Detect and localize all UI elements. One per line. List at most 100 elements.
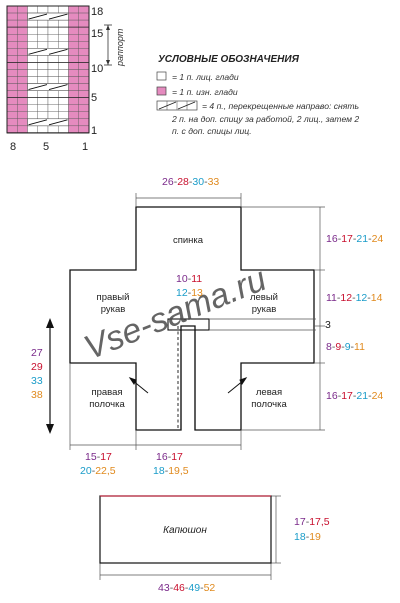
label-left-sleeve-line1: левый [250,292,278,303]
knit-stitch-cell [37,19,49,28]
purl-stitch-cell [68,90,79,98]
size-38: 38 [31,389,43,401]
cable-cross-cell-bg [27,118,69,126]
purl-stitch-cell [78,62,90,70]
chart-row-number: 15 [91,28,103,40]
purl-stitch-cell [17,62,28,70]
size-29: 29 [31,361,43,373]
hood-label: Капюшон [163,525,207,536]
purl-stitch-cell [68,104,79,112]
total-length-arrow [46,318,54,434]
label-left-front-line1: левая [256,387,282,398]
knit-stitch-cell [58,69,69,77]
knit-stitch-cell [37,26,49,35]
chart-col-number: 8 [10,141,16,153]
purl-stitch-cell [78,48,90,56]
chart-row-number: 10 [91,63,103,75]
cable-cross-stroke [48,13,68,20]
knit-stitch-cell [37,104,49,112]
purl-stitch-cell [6,104,18,112]
knit-stitch-cell [58,125,69,134]
knit-stitch-cell [37,125,49,134]
knitting-direction-arrows [128,377,248,394]
knit-stitch-cell [47,41,59,49]
purl-stitch-cell [68,97,79,105]
purl-stitch-cell [17,97,28,105]
knit-stitch-cell [27,97,38,105]
purl-stitch-cell [17,104,28,112]
neckline-outline [167,318,210,331]
purl-stitch-cell [17,118,28,127]
cable-cross-stroke [28,119,48,126]
repeat-bracket [104,24,112,66]
knit-stitch-cell [27,41,38,49]
knit-stitch-cell [58,76,69,84]
purl-stitch-cell [6,76,18,84]
knit-stitch-cell [58,90,69,98]
cable-cross-stroke [28,48,48,55]
purl-stitch-cell [17,5,28,14]
knit-stitch-cell [47,5,59,14]
purl-stitch-cell [6,12,18,21]
cable-cross-cell-border [27,48,69,56]
purl-stitch-cell [68,111,79,120]
label-right-front-line2: полочка [89,399,125,410]
purl-stitch-cell [78,104,90,112]
knit-stitch-cell [47,19,59,28]
purl-stitch-cell [68,83,79,91]
knit-stitch-cell [37,90,49,98]
purl-stitch-cell [6,118,18,127]
purl-stitch-cell [78,76,90,84]
purl-stitch-cell [17,34,28,42]
purl-stitch-cell [17,55,28,63]
cable-cross-cell-border [27,83,69,91]
purl-stitch-cell [17,90,28,98]
knit-stitch-cell [27,76,38,84]
knit-stitch-cell [47,90,59,98]
knit-stitch-cell [27,125,38,134]
purl-stitch-cell [78,118,90,127]
cable-cross-stroke [28,84,48,91]
purl-stitch-cell [78,41,90,49]
knit-stitch-cell [58,34,69,42]
legend-item-cable: = 4 п., перекрещенные направо: снять [202,101,360,111]
knit-stitch-cell [27,26,38,35]
purl-stitch-cell [6,34,18,42]
purl-stitch-cell [6,62,18,70]
hood-pattern [99,495,272,564]
cable-cross-cell-bg [27,13,69,21]
dim-hood-height-a: 17-17,5 [294,516,330,528]
knit-stitch-cell [47,125,59,134]
purl-stitch-cell [68,12,79,21]
purl-stitch-cell [6,97,18,105]
purl-stitch-cell [68,26,79,35]
purl-stitch-cell [68,41,79,49]
label-left-sleeve-line2: рукав [252,304,277,315]
purl-stitch-cell [6,48,18,56]
cable-cross-stroke [48,48,68,55]
knit-stitch-cell [47,104,59,112]
dim-bottom-left-b: 20-22,5 [80,465,116,477]
purl-stitch-cell [78,97,90,105]
dim-right-front: 16-17-21-24 [326,390,383,402]
knit-stitch-cell [37,97,49,105]
dim-right-underarm: 8-9-9-11 [326,341,365,353]
purl-stitch-cell [17,41,28,49]
stitch-chart [6,5,90,134]
purl-stitch-cell [78,69,90,77]
knit-stitch-cell [37,55,49,63]
purl-stitch-cell [17,26,28,35]
knit-stitch-cell [58,19,69,28]
purl-stitch-cell [68,125,79,134]
cable-cross-cell-bg [27,48,69,56]
size-33: 33 [31,375,43,387]
legend-title: УСЛОВНЫЕ ОБОЗНАЧЕНИЯ [158,54,300,65]
label-right-sleeve-line2: рукав [101,304,126,315]
purl-stitch-cell [17,111,28,120]
purl-stitch-cell [68,34,79,42]
knit-stitch-cell [47,76,59,84]
knit-stitch-cell [37,76,49,84]
chart-col-number: 1 [82,141,88,153]
purl-stitch-cell [78,111,90,120]
chart-col-number: 5 [43,141,49,153]
